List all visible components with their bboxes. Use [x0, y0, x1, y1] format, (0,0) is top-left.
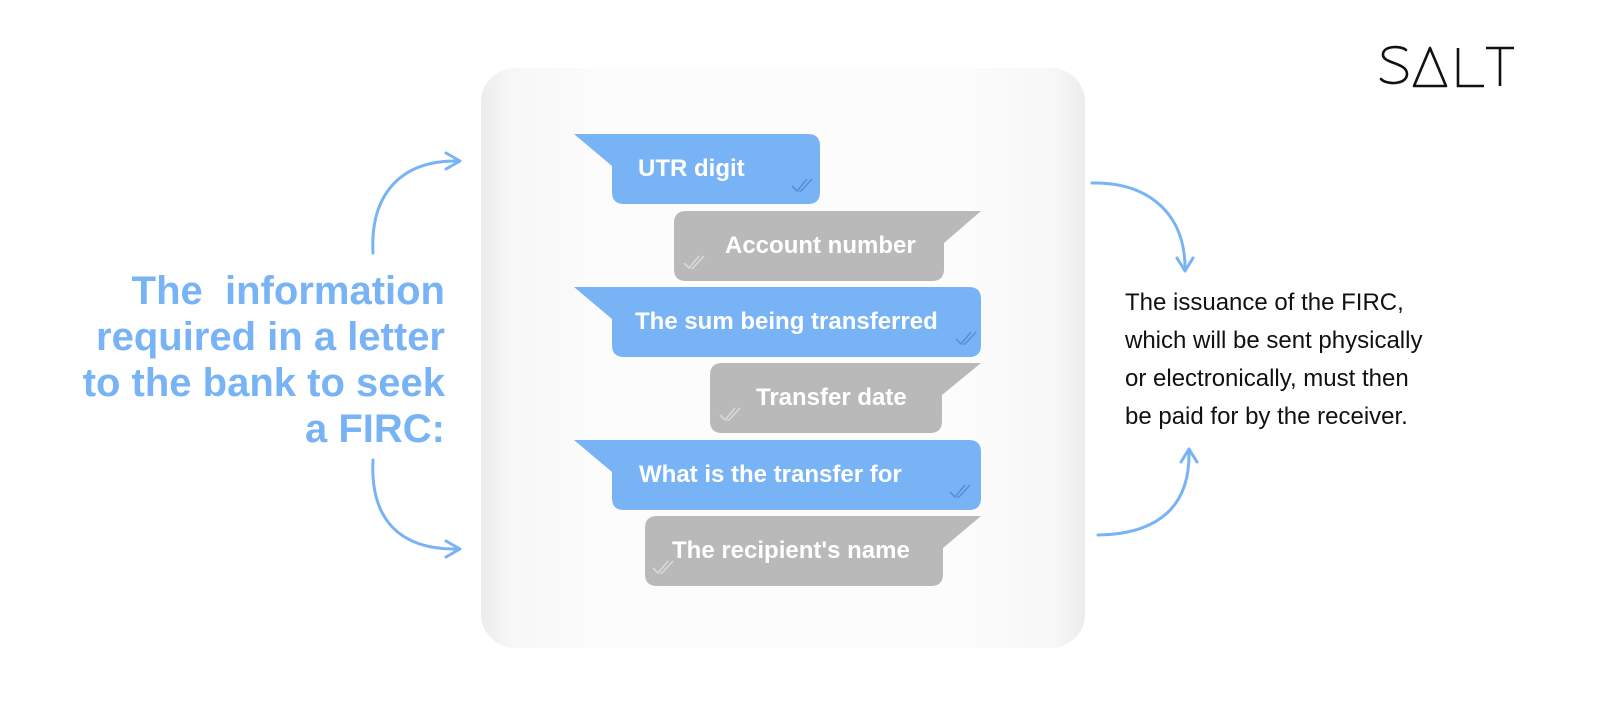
- arrow-left-top-head: [444, 151, 462, 171]
- arrow-left-bottom-head: [444, 539, 462, 559]
- bubble-label: UTR digit: [638, 155, 745, 182]
- chat-bubble-account-number: Account number: [674, 211, 981, 281]
- heading-line: The information: [131, 269, 445, 313]
- bubble-shape: [710, 363, 981, 433]
- description-line: which will be sent physically: [1125, 327, 1423, 354]
- salt-logo: [1378, 40, 1518, 96]
- bubble-label: The sum being transferred: [635, 308, 938, 335]
- heading-line: to the bank to seek: [82, 361, 445, 405]
- chat-bubble-utr-digit: UTR digit: [574, 134, 820, 204]
- heading-line: required in a letter: [96, 315, 445, 359]
- read-check-icon: [683, 255, 705, 270]
- bubble-label: Transfer date: [756, 384, 907, 411]
- read-check-icon: [955, 331, 977, 346]
- heading-line: a FIRC:: [305, 407, 445, 451]
- description-line: be paid for by the receiver.: [1125, 403, 1408, 430]
- arrow-right-top-head: [1175, 256, 1195, 273]
- bubble-shape: [645, 516, 981, 586]
- description-line: The issuance of the FIRC,: [1125, 289, 1404, 316]
- read-check-icon: [949, 484, 971, 499]
- bubble-label: What is the transfer for: [639, 461, 902, 488]
- read-check-icon: [652, 560, 674, 575]
- bubble-shape: [574, 287, 981, 357]
- right-description: The issuance of the FIRC, which will be …: [1125, 284, 1545, 436]
- description-line: or electronically, must then: [1125, 365, 1409, 392]
- chat-bubble-recipient-name: The recipient's name: [645, 516, 981, 586]
- bubble-label: The recipient's name: [672, 537, 910, 564]
- bubble-shape: [674, 211, 981, 281]
- chat-bubble-transfer-purpose: What is the transfer for: [574, 440, 981, 510]
- arrow-left-bottom: [371, 458, 460, 551]
- arrow-right-bottom: [1096, 450, 1191, 537]
- read-check-icon: [791, 178, 813, 193]
- arrow-left-top: [371, 159, 460, 255]
- bubble-shape: [574, 134, 820, 204]
- bubble-label: Account number: [725, 232, 916, 259]
- chat-bubble-transfer-date: Transfer date: [710, 363, 981, 433]
- bubble-shape: [574, 440, 981, 510]
- chat-bubble-sum-transferred: The sum being transferred: [574, 287, 981, 357]
- arrow-right-top: [1090, 181, 1187, 270]
- arrow-right-bottom-head: [1179, 447, 1199, 464]
- read-check-icon: [719, 407, 741, 422]
